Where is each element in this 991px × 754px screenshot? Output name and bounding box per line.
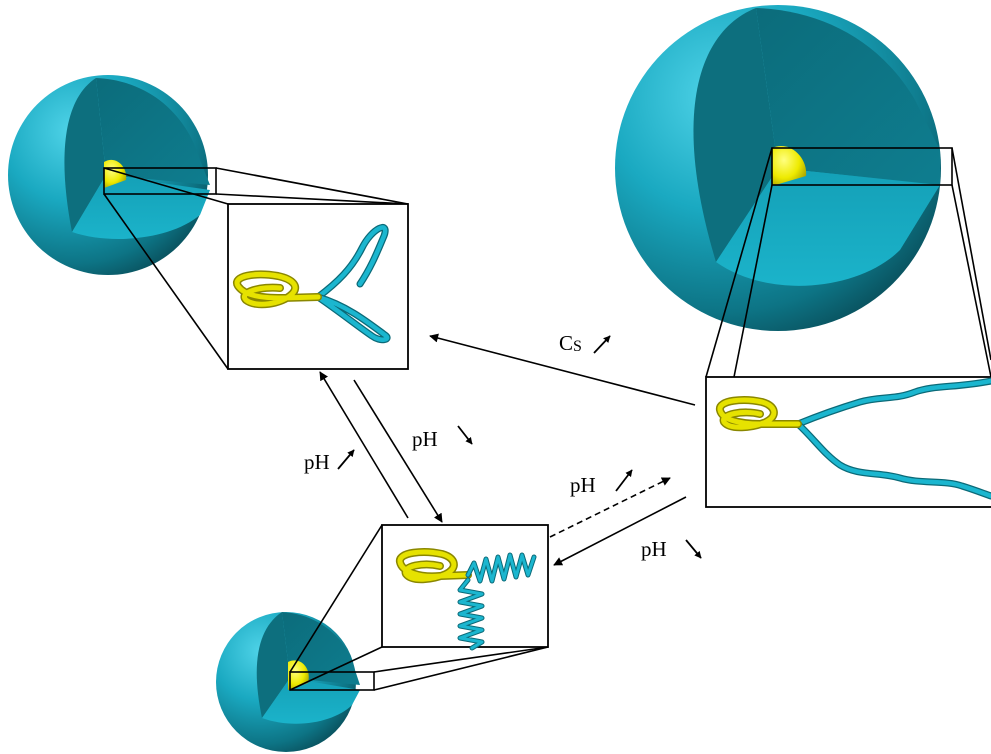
arrow-stretched-to-coil (429, 333, 696, 406)
arrow-helix-to-stretched-dashed (549, 477, 671, 538)
large-core (772, 146, 807, 186)
micelle-bottom (216, 612, 360, 752)
arrow-up-right-icon (593, 335, 611, 354)
cs-subscript: S (573, 338, 582, 355)
arrow-down-right-icon (685, 539, 702, 559)
ph-up-right-text: pH (570, 473, 596, 497)
arrow-helix-to-coil (319, 371, 409, 519)
label-ph-down-center: pH (412, 425, 473, 451)
stretched-polyelectrolyte-icon (716, 377, 991, 500)
arrow-up-right-icon (615, 469, 633, 492)
arrow-up-right-icon (337, 449, 355, 470)
large-sphere-cutaway-floor (716, 168, 940, 286)
cs-text: C (559, 331, 573, 355)
top-left-sphere-cutaway-back (96, 78, 210, 185)
large-sphere-cutaway-back (756, 8, 940, 185)
coiled-polyelectrolyte-icon (233, 223, 391, 344)
large-zoom-source (771, 147, 953, 186)
label-ph-up-left: pH (304, 449, 355, 474)
bottom-sphere-cutaway-left (256, 612, 290, 718)
arrow-stretched-to-helix (553, 496, 687, 566)
ph-down-center-text: pH (412, 427, 438, 451)
label-ph-down-right: pH (641, 537, 702, 561)
micelle-top-left (8, 75, 210, 275)
ph-up-left-text: pH (304, 450, 330, 474)
top-left-zoom-source (103, 167, 217, 195)
bottom-zoom-source (289, 671, 375, 691)
micelle-large (615, 5, 941, 331)
arrow-down-right-icon (457, 425, 473, 445)
svg-text:CS: CS (559, 331, 582, 355)
label-cs: CS (559, 331, 611, 355)
top-left-sphere-cutaway-floor (72, 175, 210, 239)
arrow-coil-to-helix (353, 379, 443, 523)
zoom-projections (103, 147, 991, 691)
ph-down-right-text: pH (641, 537, 667, 561)
top-left-core (104, 159, 127, 188)
label-ph-up-right: pH (570, 469, 633, 497)
helical-polyelectrolyte-icon (396, 548, 537, 651)
top-left-sphere-cutaway-left (64, 78, 106, 232)
transition-arrows (319, 333, 696, 566)
